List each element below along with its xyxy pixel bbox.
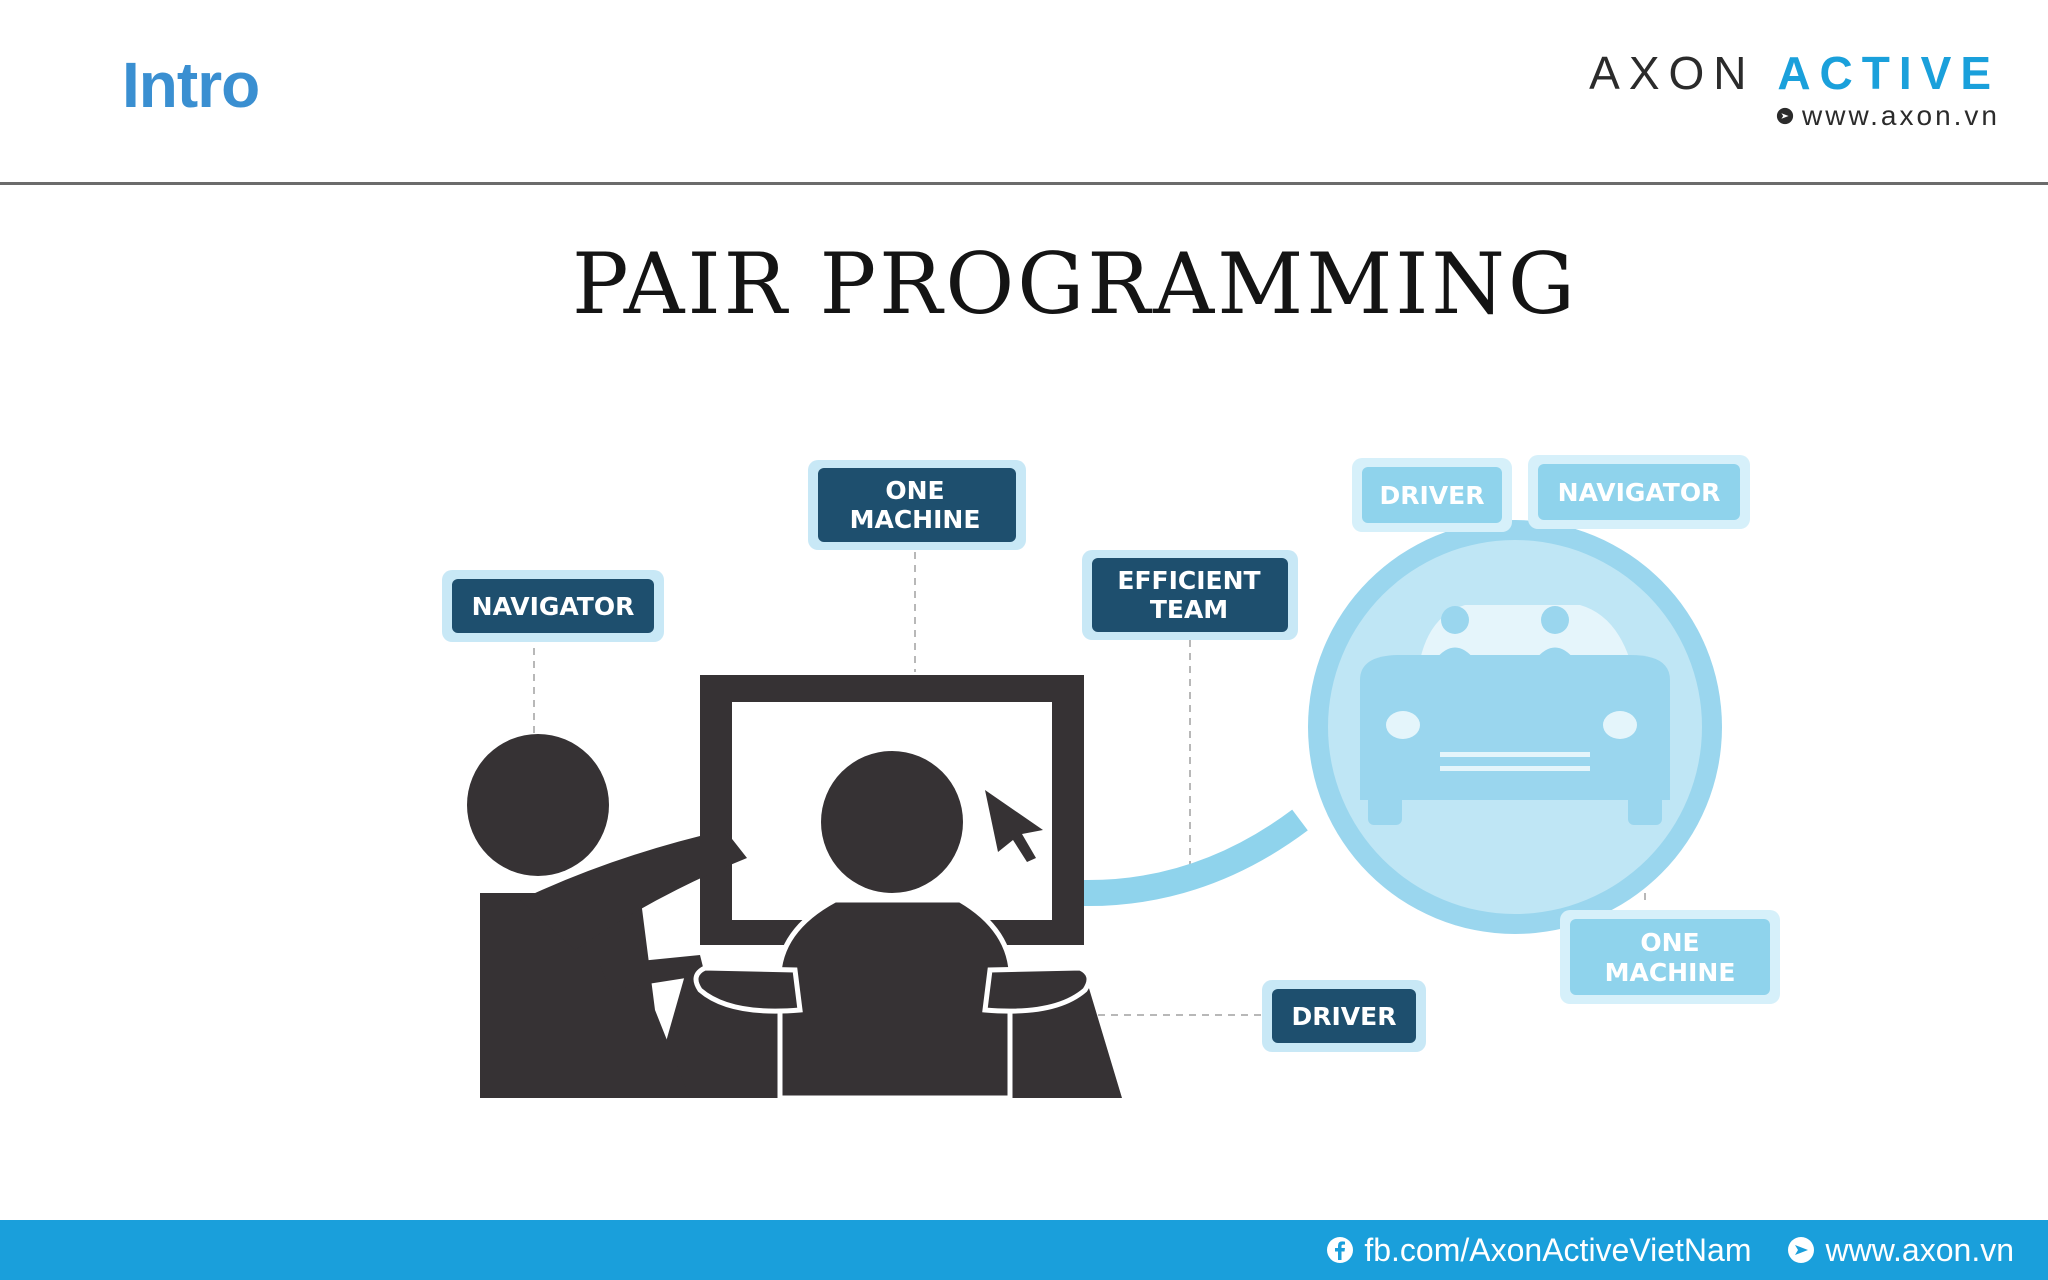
label-driver-bottom-text: DRIVER	[1292, 1002, 1397, 1031]
label-navigator-left-text: NAVIGATOR	[472, 592, 635, 621]
axon-active-logo: AXON ACTIVE www.axon.vn	[1589, 48, 2000, 131]
logo-wordmark: AXON ACTIVE	[1589, 48, 2000, 98]
illustration-title: PAIR PROGRAMMING	[572, 235, 1578, 333]
label-navigator-top: NAVIGATOR	[1528, 455, 1750, 529]
label-driver-bottom: DRIVER	[1262, 980, 1426, 1052]
navigator-person	[467, 734, 747, 1098]
footer-website-link[interactable]: www.axon.vn	[1787, 1232, 2014, 1269]
label-one-machine-right-line2: MACHINE	[1605, 958, 1736, 987]
label-one-machine-right: ONE MACHINE	[1560, 910, 1780, 1004]
label-efficient-team: EFFICIENT TEAM	[1082, 550, 1298, 640]
label-one-machine-top-line1: ONE	[885, 476, 944, 505]
footer-facebook-link[interactable]: fb.com/AxonActiveVietNam	[1326, 1232, 1751, 1269]
label-one-machine-top: ONE MACHINE	[808, 460, 1026, 550]
label-efficient-team-line1: EFFICIENT	[1117, 566, 1260, 595]
label-efficient-team-line2: TEAM	[1150, 595, 1228, 624]
car-bubble	[1081, 520, 1722, 934]
logo-url: www.axon.vn	[1776, 100, 2000, 132]
label-one-machine-right-line1: ONE	[1640, 928, 1699, 957]
facebook-icon	[1327, 1237, 1354, 1263]
label-driver-top-text: DRIVER	[1380, 481, 1485, 510]
driver-person	[693, 751, 1092, 1101]
footer-website-text: www.axon.vn	[1825, 1231, 2014, 1268]
footer-bar: fb.com/AxonActiveVietNam www.axon.vn	[0, 1220, 2048, 1280]
arrow-circle-icon	[1788, 1237, 1815, 1263]
label-navigator-left: NAVIGATOR	[442, 570, 664, 642]
logo-url-text: www.axon.vn	[1802, 100, 2000, 131]
logo-brand-axon: AXON	[1589, 47, 1756, 99]
logo-brand-active: ACTIVE	[1777, 47, 2000, 99]
footer-facebook-text: fb.com/AxonActiveVietNam	[1364, 1231, 1752, 1268]
header-divider	[0, 182, 2048, 185]
pair-programming-illustration: PAIR PROGRAMMING	[442, 235, 1780, 1101]
label-driver-top: DRIVER	[1352, 458, 1512, 532]
label-navigator-top-text: NAVIGATOR	[1558, 478, 1721, 507]
cursor-icon	[985, 790, 1043, 862]
arrow-circle-icon	[1776, 107, 1794, 125]
label-one-machine-top-line2: MACHINE	[850, 505, 981, 534]
slide-title: Intro	[122, 49, 260, 121]
